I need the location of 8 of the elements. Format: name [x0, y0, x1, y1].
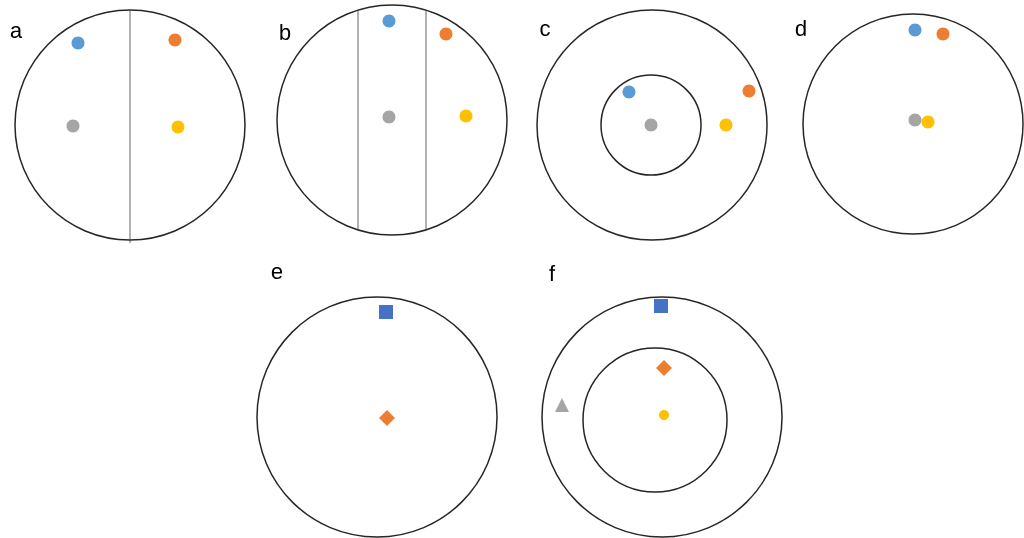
panel-letter: a — [10, 25, 23, 39]
panel-letter: c — [540, 23, 550, 37]
panel-letter: f — [549, 265, 556, 281]
panel-letter: b — [280, 23, 291, 41]
panel-letter: d — [795, 19, 806, 37]
circle-outline — [582, 347, 728, 493]
circle-outline — [600, 74, 702, 176]
panel-letter: e — [271, 266, 283, 280]
